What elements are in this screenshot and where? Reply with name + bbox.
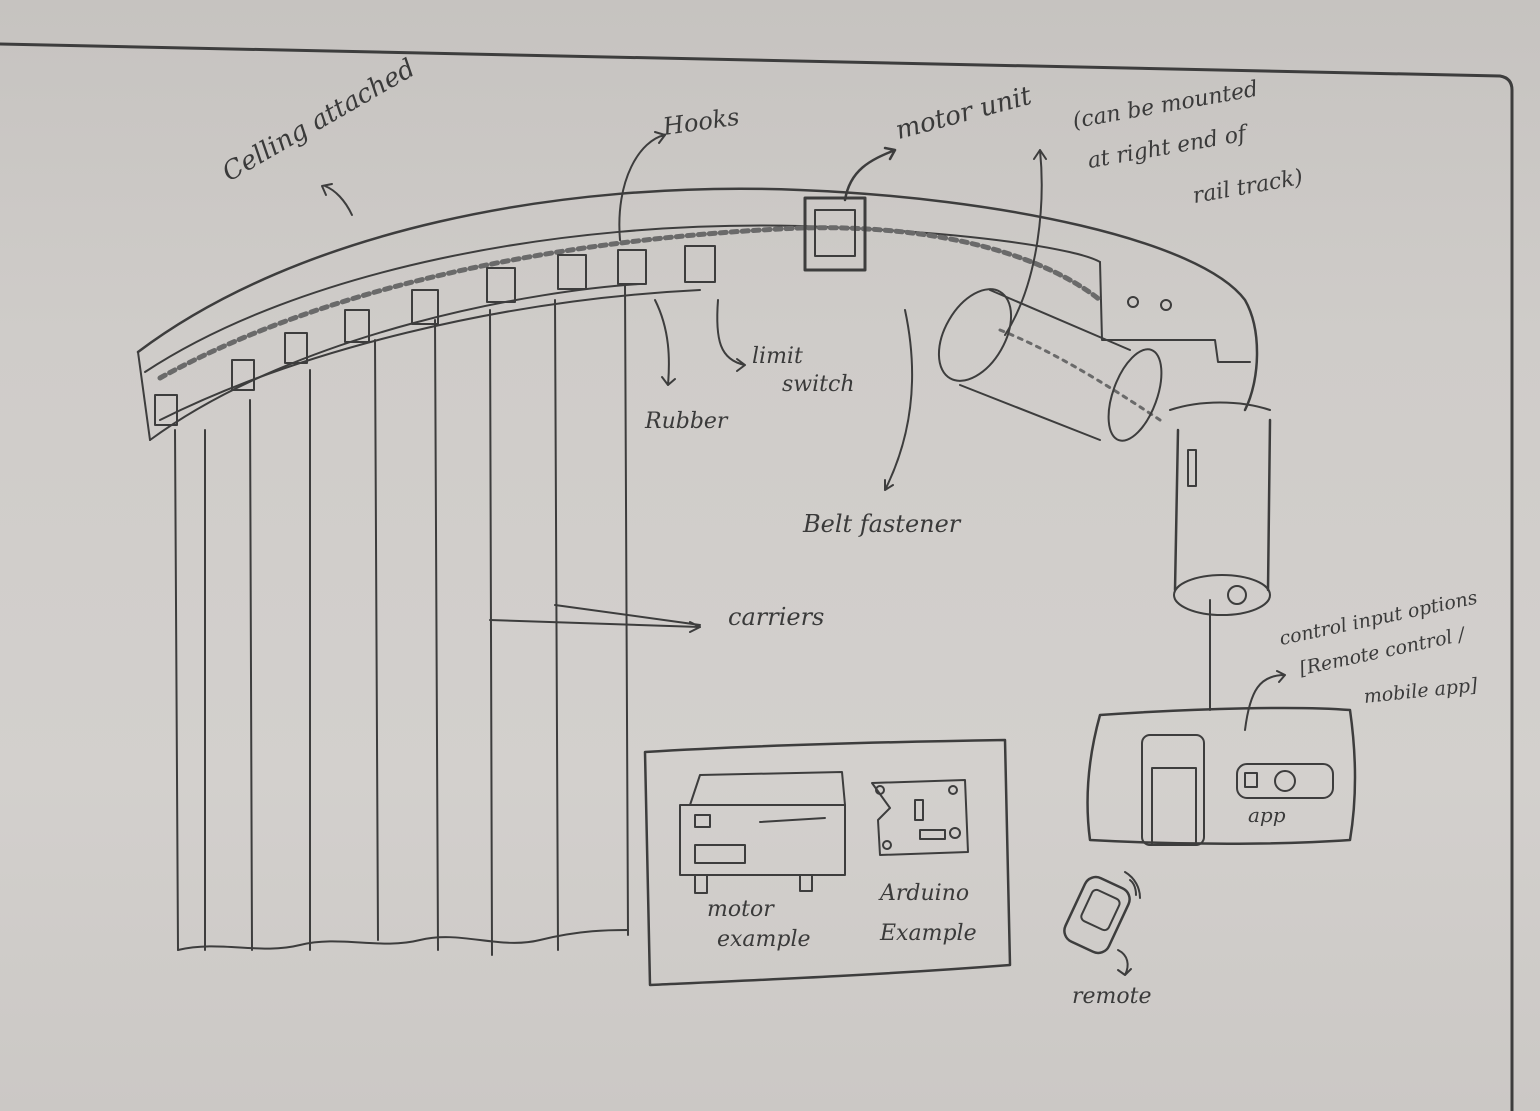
- motor-unit: [803, 196, 867, 272]
- label-belt-fastener: Belt fastener: [803, 510, 961, 538]
- label-motor-example-2: example: [717, 927, 811, 952]
- example-inset: [643, 738, 1012, 987]
- drop-pipe: [1173, 418, 1272, 711]
- page-border: [0, 42, 1514, 1111]
- hooks: [154, 245, 716, 426]
- arduino-example-drawing: [871, 779, 969, 856]
- curtain: [159, 284, 701, 956]
- label-arduino-example-2: Example: [880, 921, 977, 946]
- motor-example-drawing: [679, 771, 846, 894]
- label-motor-example-1: motor: [707, 897, 774, 922]
- label-limit-switch-1: limit: [752, 344, 803, 369]
- leader-arrows: [321, 131, 1286, 976]
- belt-cylinders: [937, 288, 1163, 442]
- belt-chain: [157, 225, 1162, 422]
- label-carriers: carriers: [728, 603, 825, 631]
- label-remote: remote: [1072, 984, 1152, 1009]
- remote-drawing: [1063, 871, 1141, 955]
- label-limit-switch-2: switch: [782, 372, 855, 397]
- control-box: [1086, 706, 1357, 846]
- label-app: app: [1248, 803, 1286, 827]
- label-arduino-example-1: Arduino: [880, 881, 970, 906]
- label-rubber: Rubber: [645, 409, 728, 434]
